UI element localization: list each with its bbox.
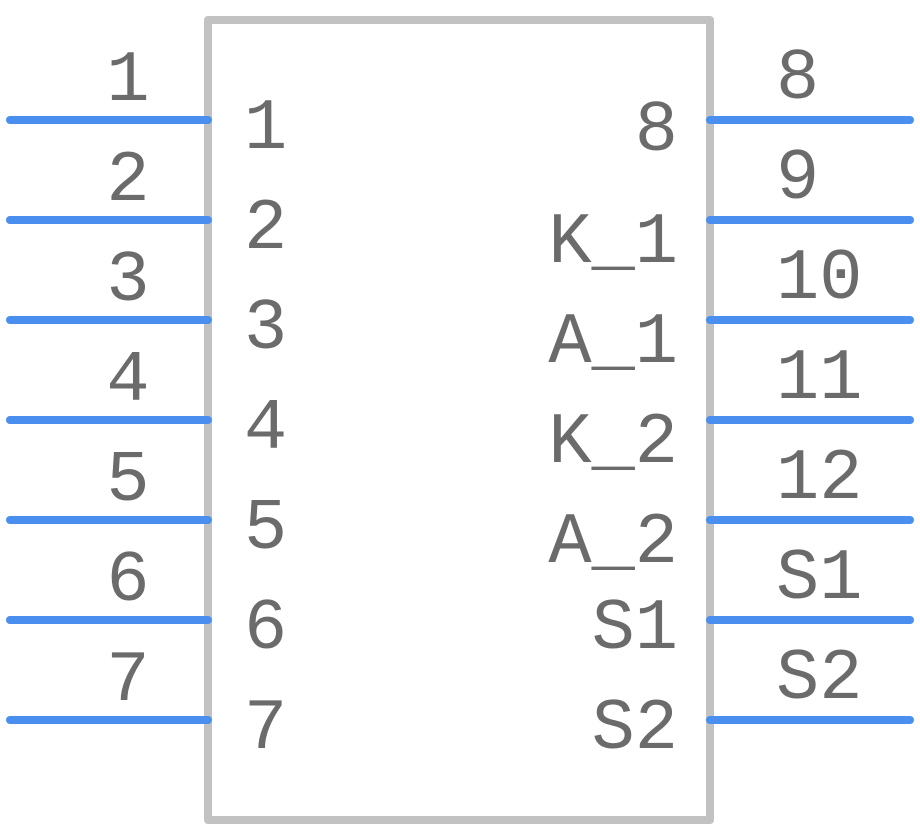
- pin-name-right: S1: [592, 588, 678, 670]
- pin-name-left: 1: [244, 88, 287, 170]
- pin-name-right: K_2: [548, 402, 678, 484]
- pin-number-right: 10: [776, 238, 862, 320]
- pin-number-right: 11: [776, 338, 862, 420]
- pin-number-left: 5: [106, 440, 149, 522]
- pin-number-right: 9: [776, 138, 819, 220]
- pin-number-left: 7: [106, 640, 149, 722]
- pin-name-left: 7: [244, 688, 287, 770]
- pin-number-left: 3: [106, 240, 149, 322]
- pin-name-left: 3: [244, 288, 287, 370]
- pin-name-left: 5: [244, 488, 287, 570]
- pin-name-right: A_2: [548, 502, 678, 584]
- pin-name-left: 6: [244, 588, 287, 670]
- pin-number-left: 2: [106, 140, 149, 222]
- pin-number-left: 1: [106, 40, 149, 122]
- pin-name-left: 4: [244, 388, 287, 470]
- pin-number-right: 8: [776, 38, 819, 120]
- pin-number-right: 12: [776, 438, 862, 520]
- pin-number-right: S1: [776, 538, 862, 620]
- pin-name-right: A_1: [548, 302, 678, 384]
- pin-number-left: 4: [106, 340, 149, 422]
- pin-name-right: K_1: [548, 202, 678, 284]
- pin-number-right: S2: [776, 638, 862, 720]
- pin-name-right: 8: [635, 90, 678, 172]
- pin-name-left: 2: [244, 188, 287, 270]
- pin-name-right: S2: [592, 688, 678, 770]
- pin-number-left: 6: [106, 540, 149, 622]
